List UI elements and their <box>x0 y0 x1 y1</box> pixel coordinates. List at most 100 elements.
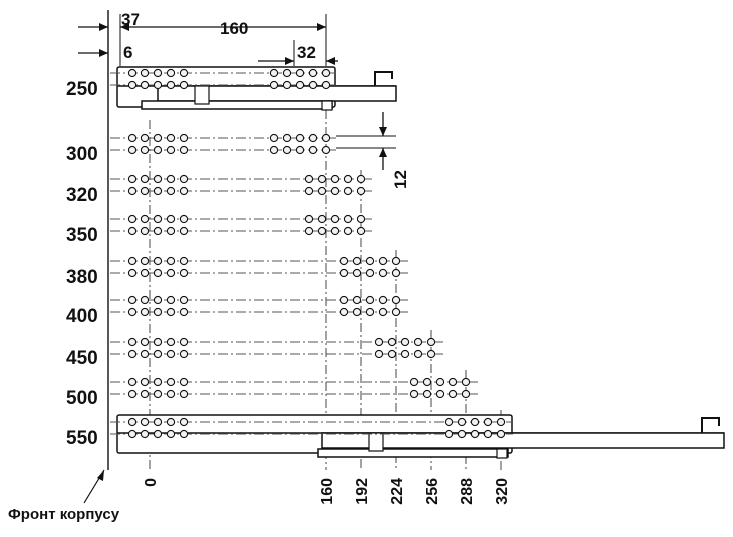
mounting-hole <box>356 186 366 196</box>
mounting-hole <box>330 214 340 224</box>
row-label: 550 <box>66 428 98 449</box>
row-label: 450 <box>66 348 98 369</box>
mounting-hole <box>426 337 436 347</box>
mounting-hole <box>166 295 176 305</box>
mounting-hole <box>179 389 189 399</box>
mounting-hole <box>308 80 318 90</box>
dim-32-label: 32 <box>297 43 316 62</box>
dim-12-label: 12 <box>391 170 410 189</box>
mounting-hole <box>127 133 137 143</box>
mounting-hole <box>282 145 292 155</box>
mounting-hole <box>153 429 163 439</box>
bottom-tick-label: 288 <box>459 478 476 505</box>
mounting-hole <box>179 337 189 347</box>
bottom-tick-label: 0 <box>143 478 160 487</box>
mounting-hole <box>153 145 163 155</box>
mounting-hole <box>140 80 150 90</box>
mounting-hole <box>378 307 388 317</box>
mounting-hole <box>308 145 318 155</box>
mounting-hole <box>127 145 137 155</box>
mounting-hole <box>166 186 176 196</box>
mounting-hole <box>365 268 375 278</box>
mounting-hole <box>140 337 150 347</box>
mounting-hole <box>153 337 163 347</box>
mounting-hole <box>308 133 318 143</box>
mounting-hole <box>317 226 327 236</box>
mounting-hole <box>321 133 331 143</box>
rail-closed-250 <box>116 66 397 111</box>
diagram-geometry <box>78 10 725 504</box>
mounting-hole <box>179 256 189 266</box>
mounting-hole <box>127 226 137 236</box>
dim-6-arrow <box>99 49 108 57</box>
mounting-hole <box>140 186 150 196</box>
mounting-hole <box>140 214 150 224</box>
mounting-hole <box>153 133 163 143</box>
mounting-hole <box>166 80 176 90</box>
mounting-hole <box>179 80 189 90</box>
mounting-hole <box>444 429 454 439</box>
mounting-hole <box>127 349 137 359</box>
mounting-hole <box>365 256 375 266</box>
mounting-hole <box>179 226 189 236</box>
mounting-hole <box>317 214 327 224</box>
mounting-hole <box>166 417 176 427</box>
front-hook-250 <box>374 71 393 86</box>
mounting-hole <box>153 307 163 317</box>
hole-pattern <box>110 68 513 439</box>
mounting-hole <box>422 389 432 399</box>
mounting-hole <box>413 337 423 347</box>
mounting-hole <box>470 417 480 427</box>
mounting-hole <box>321 80 331 90</box>
mounting-hole <box>166 68 176 78</box>
mounting-hole <box>317 174 327 184</box>
mounting-hole <box>352 295 362 305</box>
mounting-hole <box>153 349 163 359</box>
mounting-hole <box>140 226 150 236</box>
mounting-hole <box>153 256 163 266</box>
bottom-tick-label: 256 <box>424 478 441 505</box>
mounting-hole <box>400 349 410 359</box>
mounting-hole <box>166 389 176 399</box>
mounting-hole <box>127 68 137 78</box>
mounting-hole <box>330 186 340 196</box>
mounting-hole <box>461 389 471 399</box>
mounting-hole <box>391 268 401 278</box>
mounting-hole <box>409 377 419 387</box>
mounting-hole <box>374 349 384 359</box>
mounting-hole <box>387 349 397 359</box>
dim-32-arrow-right <box>326 57 335 65</box>
mounting-hole <box>391 307 401 317</box>
mounting-hole <box>179 145 189 155</box>
rail-extended-550 <box>116 414 725 459</box>
mounting-hole <box>352 256 362 266</box>
mounting-hole <box>269 68 279 78</box>
mounting-hole <box>352 268 362 278</box>
mounting-hole <box>166 337 176 347</box>
mounting-hole <box>339 268 349 278</box>
mounting-hole <box>343 214 353 224</box>
mounting-hole <box>153 68 163 78</box>
mounting-hole <box>179 377 189 387</box>
mounting-hole <box>409 389 419 399</box>
bottom-tick-label: 224 <box>389 478 406 505</box>
mounting-hole <box>304 174 314 184</box>
mounting-hole <box>308 68 318 78</box>
mounting-hole <box>179 429 189 439</box>
dim-12-arrow-bottom <box>379 148 387 157</box>
mounting-hole <box>356 214 366 224</box>
mounting-hole <box>140 256 150 266</box>
front-arrow-head <box>97 470 104 481</box>
mounting-hole <box>179 295 189 305</box>
mounting-hole <box>166 214 176 224</box>
mounting-hole <box>166 226 176 236</box>
mounting-hole <box>470 429 480 439</box>
mounting-hole <box>127 429 137 439</box>
mounting-hole <box>140 417 150 427</box>
mounting-hole <box>282 133 292 143</box>
mounting-hole <box>457 417 467 427</box>
bottom-tick-label: 192 <box>354 478 371 505</box>
mounting-hole <box>269 80 279 90</box>
